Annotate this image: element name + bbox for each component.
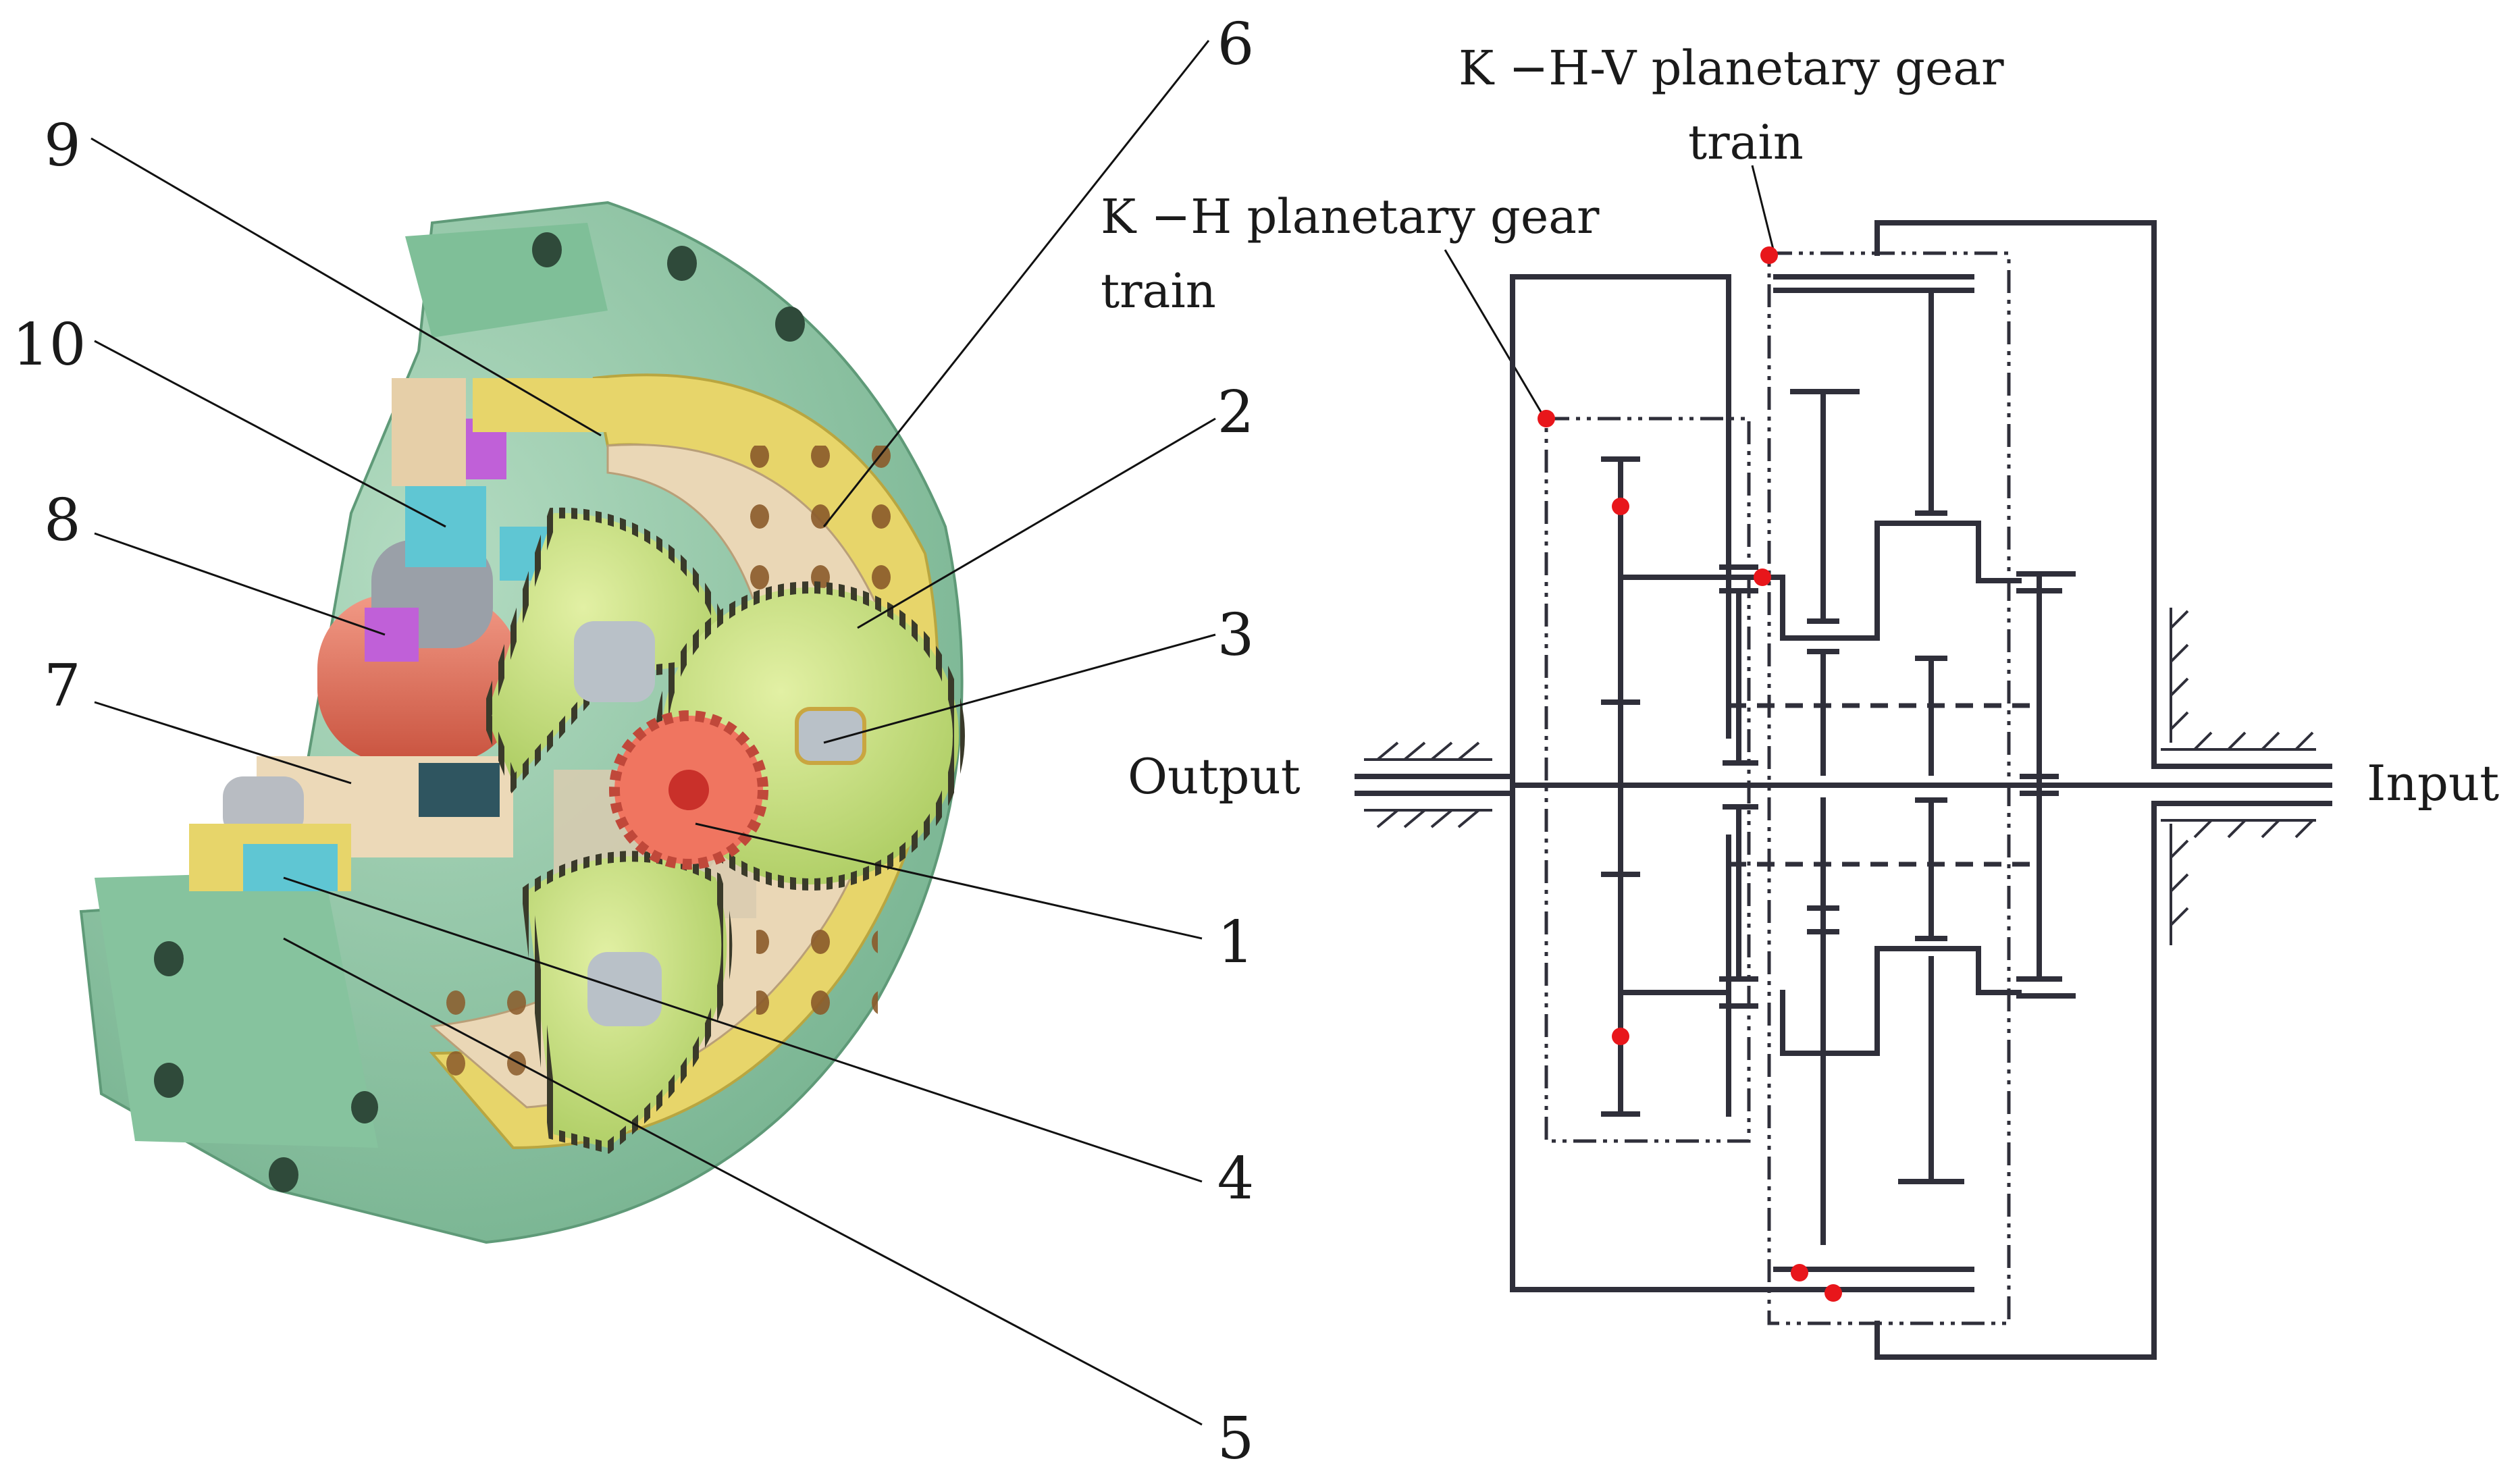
kh-sun-planet	[1601, 456, 1731, 1117]
output-frame	[1510, 274, 1819, 1292]
marker-khv	[1760, 246, 1778, 264]
kh-label-line1: K −H planetary gear	[1101, 189, 1600, 244]
part-number-8: 8	[44, 487, 81, 554]
input-frame	[1874, 220, 2332, 1360]
input-label: Input	[2367, 755, 2499, 812]
marker-3	[1754, 568, 1771, 586]
part-number-3: 3	[1217, 602, 1255, 669]
part-number-9: 9	[44, 112, 81, 180]
marker-2	[1612, 498, 1629, 515]
part-number-7: 7	[44, 652, 81, 720]
kh-label-line2: train	[1101, 263, 1216, 319]
kh-carrier-box	[1544, 417, 1751, 1143]
bearing-9	[473, 378, 608, 432]
part-number-10: 10	[12, 311, 86, 379]
output-label: Output	[1128, 748, 1301, 805]
seal-8	[365, 608, 419, 662]
marker-kh	[1538, 410, 1555, 427]
output-shaft	[1355, 741, 1515, 828]
marker-5	[1825, 1284, 1842, 1302]
component-markers	[1538, 246, 1842, 1302]
ring-gear-lines	[1773, 274, 1974, 1292]
marker-1	[1612, 1028, 1629, 1045]
part-number-4: 4	[1217, 1145, 1255, 1213]
part-number-1: 1	[1217, 909, 1255, 976]
reducer-render	[79, 201, 965, 1244]
khv-carrier-box	[1767, 251, 2011, 1325]
kinematic-schematic: K −H-V planetary gear train K −H planeta…	[1101, 41, 2499, 1360]
part-number-2: 2	[1217, 379, 1255, 446]
input-ground-hatch	[2161, 608, 2316, 945]
khv-planets	[1719, 288, 2076, 1245]
khv-label-line1: K −H-V planetary gear	[1459, 41, 2004, 96]
sun-gear	[609, 710, 768, 870]
part-leaders	[90, 40, 1216, 1426]
part-number-5: 5	[1217, 1405, 1255, 1473]
khv-label-line2: train	[1688, 115, 1804, 170]
marker-4	[1791, 1264, 1808, 1281]
flange-bolt-holes	[154, 232, 805, 1192]
part-number-6: 6	[1217, 11, 1255, 78]
part-numbers: 9 10 8 7 6 2 3 1 4 5	[12, 11, 1254, 1473]
